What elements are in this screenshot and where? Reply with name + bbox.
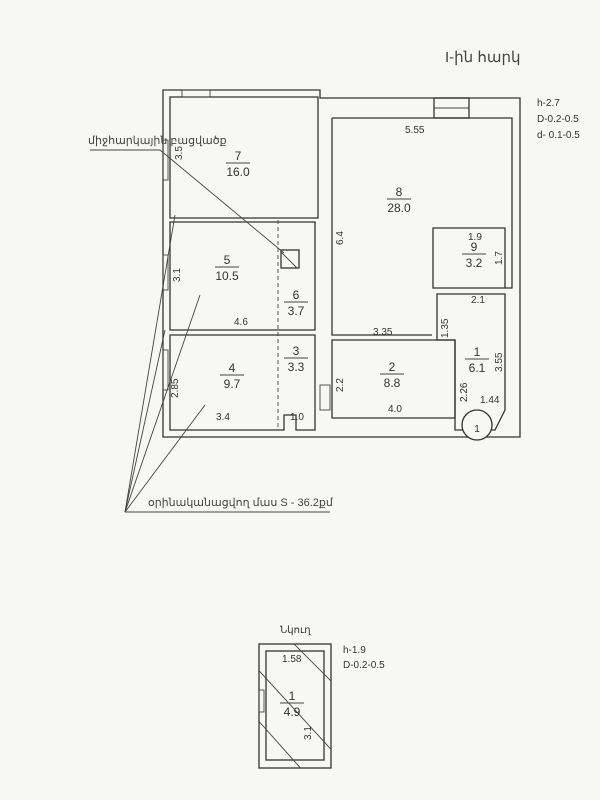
svg-text:4.0: 4.0 [388,404,402,415]
room-4: 49.7 [220,361,244,391]
room-2: 28.8 [380,360,404,390]
svg-text:4.6: 4.6 [234,317,248,328]
room-6: 63.7 [284,288,308,318]
svg-text:9: 9 [471,240,478,254]
interfloor-opening [280,249,300,269]
svg-text:3: 3 [293,344,300,358]
svg-text:1.9: 1.9 [468,232,482,243]
room-3: 33.3 [284,344,308,374]
callout-legalized-area: օրինականացվող մաս S - 36.2քմ [148,497,334,509]
entrance-marker: 1 [461,409,493,441]
svg-text:10.5: 10.5 [215,269,239,283]
svg-text:2: 2 [389,360,396,374]
svg-text:2.26: 2.26 [459,382,470,402]
svg-text:3.55: 3.55 [494,352,505,372]
svg-text:3.5: 3.5 [174,146,185,160]
spec-d: d- 0.1-0.5 [537,130,580,141]
svg-text:2.1: 2.1 [471,295,485,306]
svg-text:7: 7 [235,149,242,163]
svg-text:2.85: 2.85 [170,378,181,398]
basement-title: Նկուղ [280,625,311,636]
spec-height: h-2.7 [537,98,560,109]
svg-text:1.7: 1.7 [494,251,505,265]
svg-text:1: 1 [289,689,296,703]
svg-text:3.3: 3.3 [288,360,305,374]
callout-lines [90,149,330,513]
svg-text:5: 5 [224,253,231,267]
svg-text:6.1: 6.1 [469,361,486,375]
room-9: 93.2 [462,240,486,270]
room-labels: 716.0 828.0 93.2 510.5 63.7 33.3 49.7 28… [215,149,489,391]
basement-spec-h: h-1.9 [343,645,366,656]
dimension-labels: 5.55 3.5 6.4 1.9 1.7 3.1 2.1 4.6 3.35 1.… [170,125,505,423]
svg-text:28.0: 28.0 [387,201,411,215]
room-1: 16.1 [465,345,489,375]
svg-text:5.55: 5.55 [405,125,425,136]
basement-spec-D: D-0.2-0.5 [343,660,385,671]
svg-text:3.35: 3.35 [373,327,393,338]
svg-text:4: 4 [229,361,236,375]
svg-text:4.9: 4.9 [284,705,301,719]
spec-D: D-0.2-0.5 [537,114,579,125]
room-5: 510.5 [215,253,239,283]
floor-title: I-ին հարկ [445,49,520,66]
svg-text:9.7: 9.7 [224,377,241,391]
svg-text:8.8: 8.8 [384,376,401,390]
svg-text:1: 1 [474,345,481,359]
callout-interfloor-opening: միջհարկային բացվածք [88,135,227,147]
svg-text:1.0: 1.0 [290,412,304,423]
svg-text:8: 8 [396,185,403,199]
basement-plan: Նկուղ h-1.9 D-0.2-0.5 1.58 1 4.9 3.1 [258,625,385,769]
svg-text:6.4: 6.4 [335,231,346,245]
room-7: 716.0 [226,149,250,179]
svg-text:1.44: 1.44 [480,395,500,406]
svg-text:1.35: 1.35 [440,318,451,338]
svg-text:6: 6 [293,288,300,302]
svg-text:3.2: 3.2 [466,256,483,270]
svg-text:1: 1 [474,424,480,435]
svg-text:3.1: 3.1 [172,268,183,282]
svg-text:3.1: 3.1 [303,726,314,740]
svg-text:1.58: 1.58 [282,654,302,665]
svg-text:3.4: 3.4 [216,412,230,423]
svg-text:3.7: 3.7 [288,304,305,318]
svg-text:2.2: 2.2 [335,378,346,392]
room-8: 828.0 [387,185,411,215]
svg-text:16.0: 16.0 [226,165,250,179]
